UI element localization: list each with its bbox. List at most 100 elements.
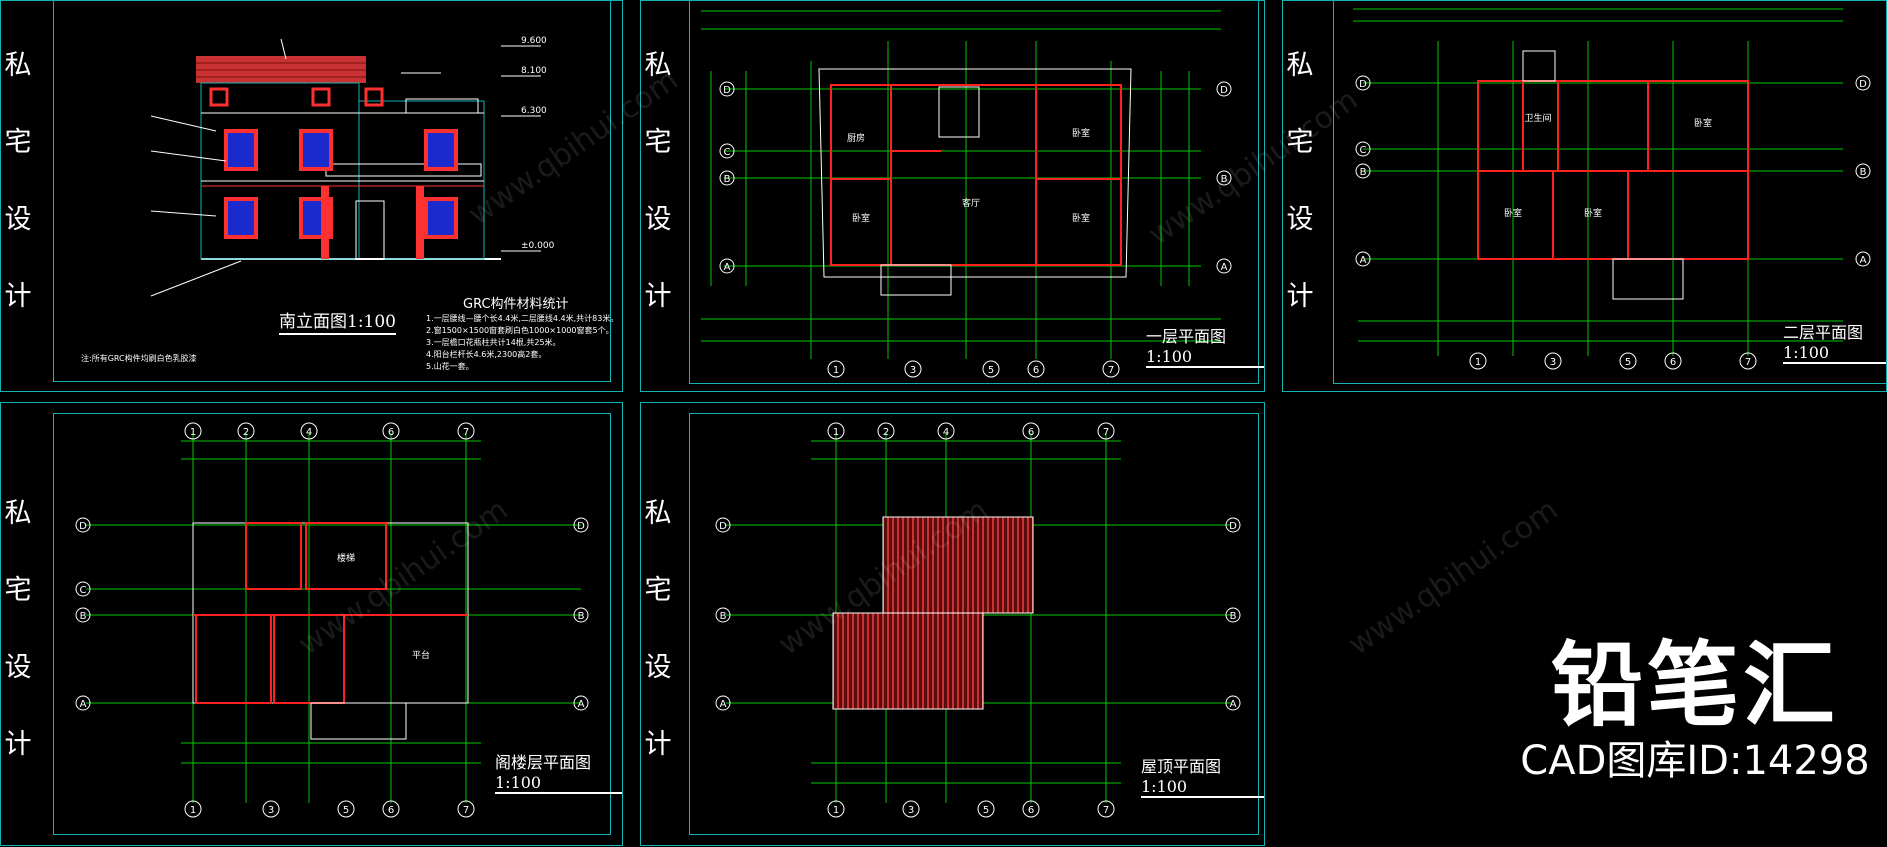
inner-frame	[53, 413, 611, 835]
grc-list: 1.一层腰线—腰个长4.4米,二层腰线4.4米,共计83米。 2.窗1500×1…	[426, 313, 618, 373]
room-label: 厨房	[847, 132, 865, 144]
axis-label: 3	[268, 805, 274, 816]
room-label: 卧室	[1072, 127, 1090, 139]
axis-label: 1	[833, 427, 839, 438]
room-label: 卧室	[1504, 207, 1522, 219]
grc-note: 注:所有GRC构件均刷白色乳胶漆	[81, 354, 197, 363]
axis-label: D	[1220, 85, 1228, 96]
axis-label: 4	[943, 427, 949, 438]
axis-label: A	[720, 699, 727, 710]
axis-label: 7	[1103, 427, 1109, 438]
elevation-mark: 9.600	[521, 36, 547, 46]
roof-tile-upper	[882, 516, 1034, 614]
axis-label: 6	[388, 805, 394, 816]
grc-item: 2.窗1500×1500窗套刷白色1000×1000窗套5个。	[426, 326, 614, 335]
axis-label: 6	[1033, 365, 1039, 376]
axis-label: A	[724, 262, 731, 273]
axis-label: D	[719, 521, 727, 532]
sheet-title: 私 宅 设 计	[644, 50, 672, 312]
axis-label: 3	[910, 365, 916, 376]
drawing-title: 一层平面图1:100	[1146, 323, 1264, 368]
axis-label: B	[1860, 167, 1867, 178]
axis-label: 7	[1745, 357, 1751, 368]
axis-label: 1	[833, 805, 839, 816]
axis-label: D	[1859, 79, 1867, 90]
room-label: 卧室	[852, 212, 870, 224]
second-floor-plan: D C B A D B A 1 3 5 6 7 卧室 卧室 卧室 卫生间	[1353, 8, 1871, 370]
axis-label: B	[724, 174, 731, 185]
sheet-roof: 私 宅 设 计 1 2 4 6 7 D B A D B	[640, 402, 1265, 846]
brand-block: 铅笔汇 CAD图库ID:14298	[1505, 632, 1885, 785]
room-label: 楼梯	[337, 552, 355, 564]
grc-item: 4.阳台栏杆长4.6米,2300高2套。	[426, 350, 547, 359]
axis-label: C	[724, 147, 731, 158]
axis-label: 1	[833, 365, 839, 376]
axis-label: B	[1221, 174, 1228, 185]
sheet-south-elevation: 私 宅 设 计	[0, 0, 623, 392]
axis-label: 1	[190, 427, 196, 438]
sheet-title: 私 宅 设 计	[4, 50, 32, 312]
axis-label: B	[80, 611, 87, 622]
axis-label: 5	[988, 365, 994, 376]
axis-label: D	[723, 85, 731, 96]
inner-frame	[689, 413, 1259, 835]
axis-label: C	[80, 585, 87, 596]
axis-label: 6	[1670, 357, 1676, 368]
inner-frame	[53, 1, 611, 382]
room-label: 卫生间	[1524, 112, 1551, 124]
sheet-title: 私 宅 设 计	[4, 498, 32, 760]
axis-label: 6	[1028, 427, 1034, 438]
axis-label: B	[578, 611, 585, 622]
axis-label: D	[577, 521, 585, 532]
axis-label: 4	[306, 427, 312, 438]
axis-label: 7	[1108, 365, 1114, 376]
drawing-title: 屋顶平面图1:100	[1141, 753, 1264, 798]
axis-label: A	[1230, 699, 1237, 710]
axis-label: 7	[463, 427, 469, 438]
brand-id-label: CAD图库ID:14298	[1520, 738, 1870, 784]
elevation-mark: 6.300	[521, 106, 547, 116]
grc-item: 3.一层檐口花瓶柱共计14根,共25米。	[426, 338, 561, 347]
axis-label: C	[1360, 145, 1367, 156]
inner-frame	[689, 1, 1259, 384]
axis-label: 5	[983, 805, 989, 816]
axis-label: A	[1860, 255, 1867, 266]
grc-heading: GRC构件材料统计	[463, 297, 569, 312]
brand-name: 铅笔汇	[1550, 632, 1839, 739]
south-elevation-drawing: 9.600 8.100 6.300 ±0.000	[150, 36, 555, 297]
room-label: 客厅	[962, 197, 980, 209]
sheet-first-floor: 私 宅 设 计 D C B A D B	[640, 0, 1265, 392]
axis-label: 5	[1625, 357, 1631, 368]
axis-label: A	[578, 699, 585, 710]
grc-item: 1.一层腰线—腰个长4.4米,二层腰线4.4米,共计83米。	[426, 314, 619, 323]
first-floor-plan: D C B A D B A 1 3 5 6 7 客厅 卧室 卧室 卧室	[701, 10, 1232, 378]
sheet-title: 私 宅 设 计	[644, 498, 672, 760]
axis-label: A	[1221, 262, 1228, 273]
axis-label: B	[1360, 167, 1367, 178]
axis-label: 1	[190, 805, 196, 816]
sheet-second-floor: 私 宅 设 计 D C B A D B A 1 3 5	[1282, 0, 1887, 392]
roof-tile-lower	[832, 612, 984, 710]
axis-label: 2	[243, 427, 249, 438]
axis-label: A	[80, 699, 87, 710]
grc-item: 5.山花一套。	[426, 362, 474, 371]
elevation-mark: ±0.000	[521, 241, 555, 251]
axis-label: 1	[1475, 357, 1481, 368]
axis-label: 7	[463, 805, 469, 816]
drawing-title: 南立面图1:100	[279, 307, 396, 335]
drawing-title: 阁楼层平面图1:100	[495, 749, 622, 794]
axis-label: 6	[1028, 805, 1034, 816]
axis-label: 2	[883, 427, 889, 438]
axis-label: 6	[388, 427, 394, 438]
roof-plan: 1 2 4 6 7 D B A D B A 1 3 5 6 7	[715, 422, 1241, 818]
axis-label: 7	[1103, 805, 1109, 816]
axis-label: D	[79, 521, 87, 532]
drawing-title: 二层平面图1:100	[1783, 319, 1886, 364]
room-label: 卧室	[1694, 117, 1712, 129]
watermark: www.qbihui.com	[1342, 492, 1565, 663]
axis-label: 5	[343, 805, 349, 816]
elevation-mark: 8.100	[521, 66, 547, 76]
attic-plan: 1 2 4 6 7 D C B A D B A 1 3 5 6 7 楼梯 平台	[75, 422, 589, 818]
axis-label: B	[720, 611, 727, 622]
room-label: 卧室	[1584, 207, 1602, 219]
